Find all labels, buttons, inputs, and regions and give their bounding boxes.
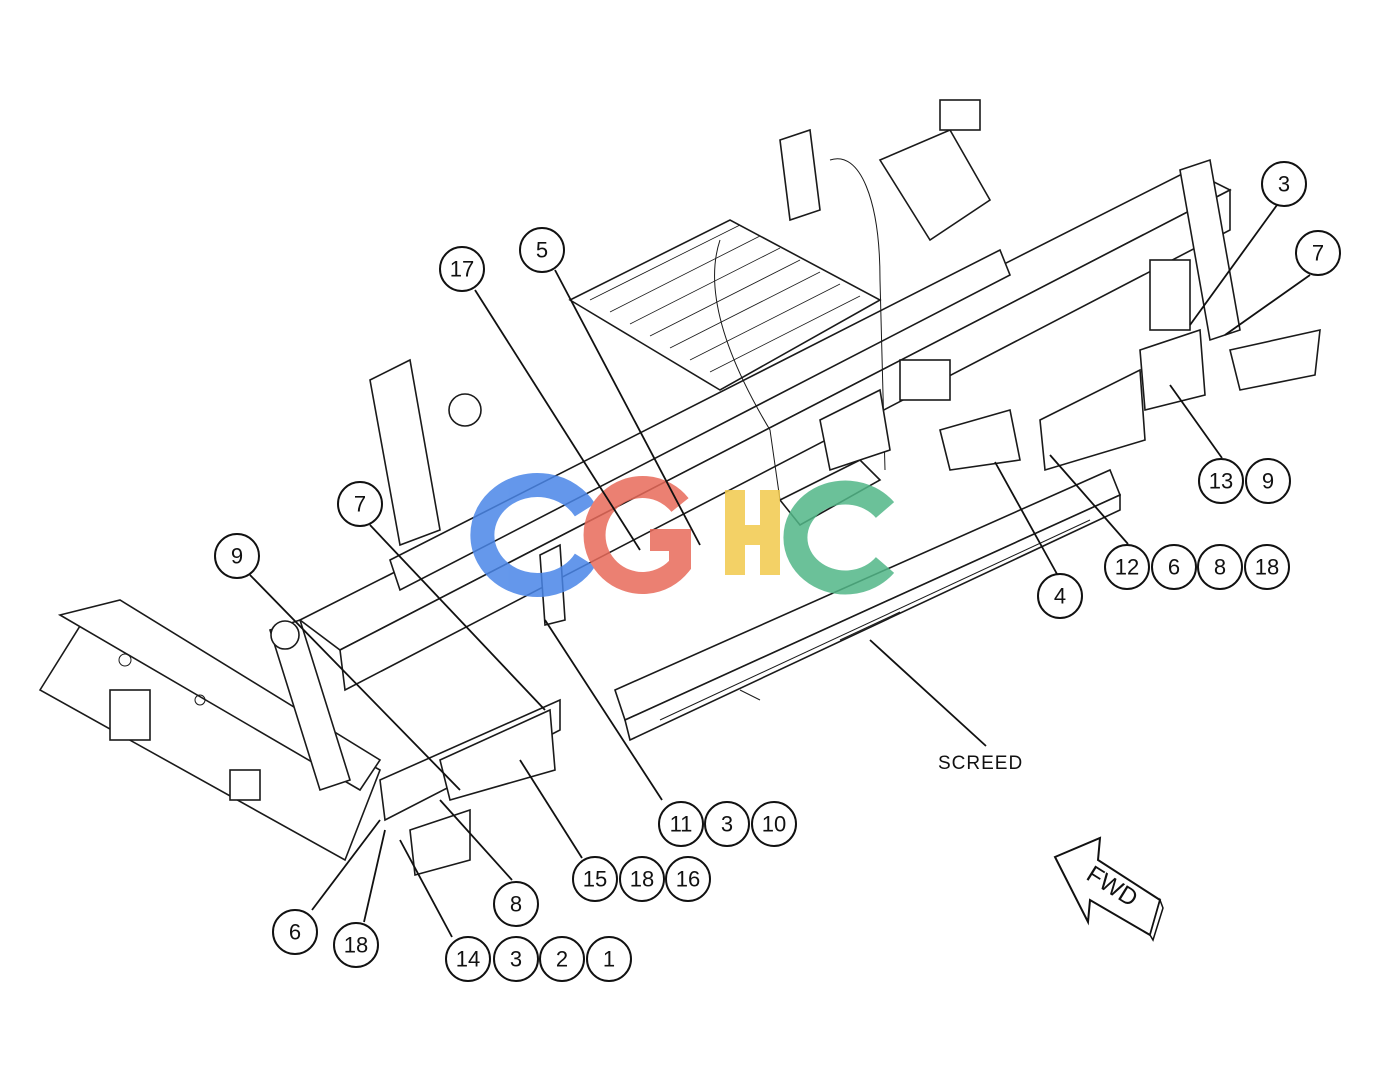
callout-10: 10 [751,801,797,847]
callout-3-upper: 3 [1261,161,1307,207]
svg-text:6: 6 [289,920,301,945]
callout-3-middle: 3 [704,801,750,847]
svg-text:6: 6 [1168,555,1180,580]
svg-text:12: 12 [1115,555,1139,580]
callout-7-left: 7 [337,481,383,527]
svg-text:7: 7 [354,492,366,517]
svg-text:10: 10 [762,812,786,837]
svg-text:15: 15 [583,867,607,892]
watermark-letter-h [725,490,780,575]
callout-1: 1 [586,936,632,982]
callout-18-middle: 18 [619,856,665,902]
callout-2: 2 [539,936,585,982]
callout-16: 16 [665,856,711,902]
platform-grating [589,224,861,373]
callout-6-right: 6 [1151,544,1197,590]
callout-8-right: 8 [1197,544,1243,590]
callout-18-left: 18 [333,922,379,968]
svg-text:5: 5 [536,238,548,263]
svg-text:17: 17 [450,257,474,282]
callout-8-left: 8 [493,881,539,927]
svg-text:9: 9 [231,544,243,569]
watermark-logo [470,473,895,597]
svg-text:14: 14 [456,947,480,972]
callout-4: 4 [1037,573,1083,619]
screed-label: SCREED [938,753,1023,774]
callout-11: 11 [658,801,704,847]
watermark-letter-g [583,476,691,594]
svg-text:4: 4 [1054,584,1066,609]
svg-text:7: 7 [1312,241,1324,266]
watermark-letter-c [470,473,596,597]
machine-frame-drawing [38,99,1321,877]
callout-7-upper: 7 [1295,230,1341,276]
callout-5: 5 [519,227,565,273]
svg-text:8: 8 [510,892,522,917]
svg-text:18: 18 [630,867,654,892]
callout-bubbles: 3 7 5 17 13 9 12 6 [214,161,1341,982]
callout-9-right: 9 [1245,458,1291,504]
svg-text:1: 1 [603,947,615,972]
callout-6-left: 6 [272,909,318,955]
svg-text:3: 3 [1278,172,1290,197]
callout-18-right: 18 [1244,544,1290,590]
svg-text:11: 11 [670,812,693,837]
svg-text:13: 13 [1209,469,1233,494]
svg-text:16: 16 [676,867,700,892]
svg-text:8: 8 [1214,555,1226,580]
svg-text:18: 18 [1255,555,1279,580]
leader-lines [249,204,1311,938]
svg-text:3: 3 [510,947,522,972]
callout-12: 12 [1104,544,1150,590]
svg-text:9: 9 [1262,469,1274,494]
callout-15: 15 [572,856,618,902]
svg-text:18: 18 [344,933,368,958]
callout-17: 17 [439,246,485,292]
callout-9-left: 9 [214,533,260,579]
callout-14: 14 [445,936,491,982]
callout-3-lower: 3 [493,936,539,982]
fwd-arrow-icon: FWD [1053,836,1164,942]
watermark-letter-c2 [783,480,895,595]
svg-text:2: 2 [556,947,568,972]
svg-text:3: 3 [721,812,733,837]
callout-13: 13 [1198,458,1244,504]
